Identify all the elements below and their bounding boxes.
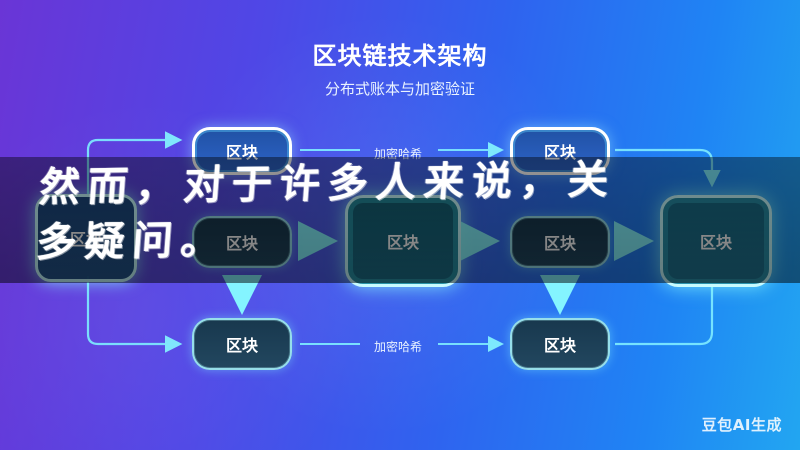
- page-subtitle: 分布式账本与加密验证: [324, 80, 475, 98]
- bottom-flow-label: 加密哈希: [374, 340, 423, 354]
- caption-overlay-band: [0, 157, 800, 283]
- watermark: 豆包AI生成: [701, 416, 782, 434]
- page-title: 区块链技术架构: [312, 42, 488, 70]
- overlay-caption-line-1: 然而，对于许多人来说，关: [37, 155, 618, 211]
- block-bottom-left: 区块: [192, 318, 292, 370]
- block-bottom-right: 区块: [510, 318, 610, 370]
- bottom-loop-connector: [86, 276, 714, 353]
- overlay-caption-line-2: 多疑问。: [34, 216, 231, 266]
